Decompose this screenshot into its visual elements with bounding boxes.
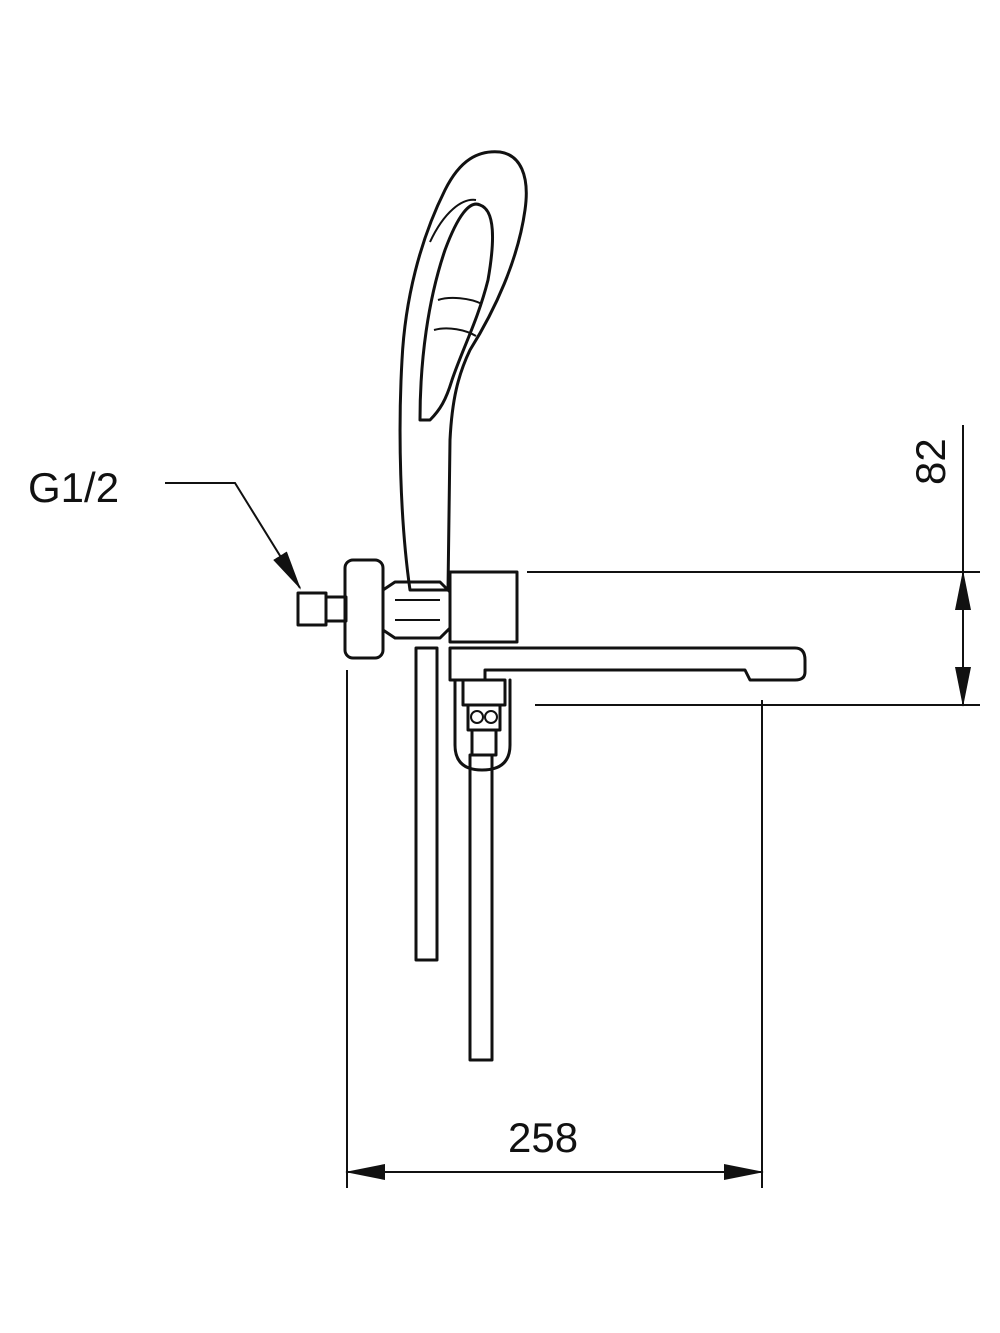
flex-hose-left <box>414 646 439 962</box>
height-dimension: 82 <box>527 425 980 707</box>
mixer-body <box>448 570 519 644</box>
height-dimension-label: 82 <box>907 438 954 485</box>
hand-shower <box>398 150 528 592</box>
leader-arrow <box>165 482 302 590</box>
projection-dimension-label: 258 <box>508 1114 578 1161</box>
thread-label: G1/2 <box>28 464 119 511</box>
projection-dimension: 258 <box>345 670 764 1188</box>
flex-hose-right <box>468 753 494 1062</box>
thread-callout: G1/2 <box>28 464 302 590</box>
wall-flange <box>343 558 385 660</box>
inlet-nipple <box>296 591 348 627</box>
spout <box>448 646 807 682</box>
diverter <box>453 678 512 772</box>
